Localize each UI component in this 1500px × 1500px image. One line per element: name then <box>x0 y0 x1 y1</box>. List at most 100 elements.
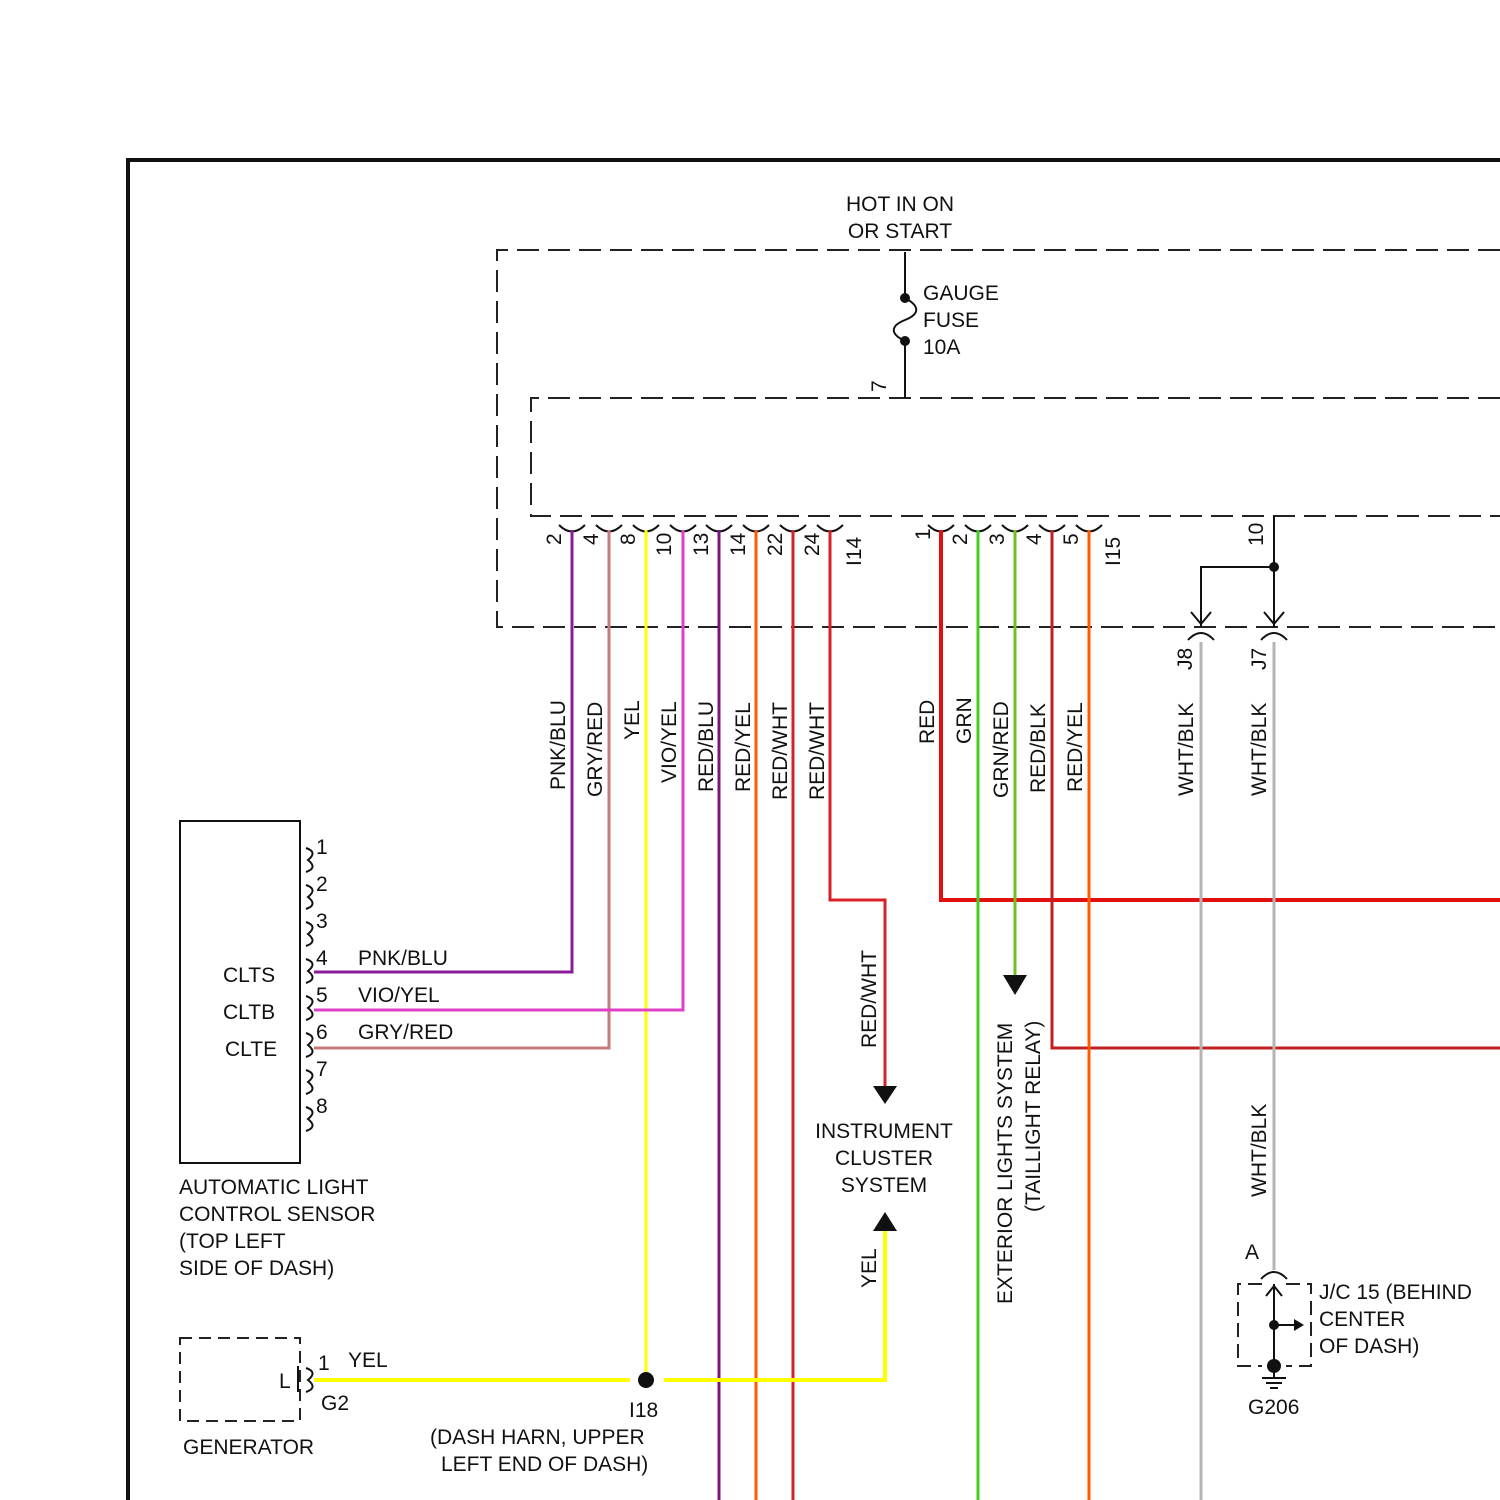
wire-label-wht-blk-j8: WHT/BLK <box>1175 703 1198 796</box>
generator-caption: GENERATOR <box>183 1436 314 1459</box>
wire-label-red-blk: RED/BLK <box>1027 703 1050 793</box>
fuse-pin-number: 7 <box>868 380 891 392</box>
power-label-line2: OR START <box>848 220 952 243</box>
jc-branch-arrow <box>1294 1319 1304 1331</box>
sensor-signal-cltb: CLTB <box>223 1001 275 1024</box>
sensor-signal-clts: CLTS <box>223 964 275 987</box>
instrument-wire-top: RED/WHT <box>858 950 881 1048</box>
wire-label-gry-red: GRY/RED <box>584 702 607 797</box>
sensor-caption-line1: AUTOMATIC LIGHT <box>179 1176 369 1199</box>
sensor-wire-label-4: PNK/BLU <box>358 947 448 970</box>
instrument-caption-line1: INSTRUMENT <box>815 1120 953 1143</box>
ground-branch-pin: 10 <box>1245 523 1268 546</box>
sensor-pin-3: 3 <box>316 910 328 933</box>
sensor-pin-5: 5 <box>316 984 328 1007</box>
sensor-caption-line3: (TOP LEFT <box>179 1230 286 1253</box>
sensor-pin-cup <box>306 996 313 1020</box>
wire-label-red-blu: RED/BLU <box>695 701 718 792</box>
sensor-pin-cup <box>306 1033 313 1057</box>
fuse-label-line1: GAUGE <box>923 282 999 305</box>
sensor-pin-cup <box>306 1070 313 1094</box>
wire-vio-yel <box>314 530 683 1010</box>
sensor-caption-line2: CONTROL SENSOR <box>179 1203 375 1226</box>
wire-red <box>941 530 1500 900</box>
i15-pin-4: 4 <box>1023 533 1046 545</box>
connector-i15-label: I15 <box>1102 537 1125 566</box>
generator-pin-cup <box>306 1368 313 1392</box>
jc-caption-line3: OF DASH) <box>1319 1335 1419 1358</box>
instrument-wire-bottom: YEL <box>858 1248 881 1288</box>
wire-pnk-blu <box>314 530 572 972</box>
arrow-down-instrument <box>873 1086 897 1104</box>
generator-terminal: L <box>279 1370 291 1393</box>
wire-label-red-yel-5: RED/YEL <box>1064 702 1087 792</box>
i14-pin-14: 14 <box>727 532 750 556</box>
module-outline <box>531 398 1500 516</box>
ground-g206: G206 <box>1248 1396 1299 1419</box>
i14-pin-8: 8 <box>617 533 640 545</box>
wire-label-wht-blk-j7: WHT/BLK <box>1248 703 1271 796</box>
fuse-rating: 10A <box>923 336 960 359</box>
sensor-body <box>180 821 300 1163</box>
wire-red-blk <box>1052 530 1500 1048</box>
sensor-pin-cups <box>306 848 313 1131</box>
wire-label-pnk-blu: PNK/BLU <box>547 700 570 790</box>
wire-label-yel: YEL <box>621 700 644 740</box>
sensor-pin-cup <box>306 959 313 983</box>
arrow-up-instrument <box>873 1212 897 1231</box>
sensor-pin-cup <box>306 922 313 946</box>
wire-label-wht-blk-lower: WHT/BLK <box>1248 1104 1271 1197</box>
sensor-pin-cup <box>306 885 313 909</box>
i15-pin-2: 2 <box>949 533 972 545</box>
splice-caption-line1: (DASH HARN, UPPER <box>430 1426 645 1449</box>
i14-pin-13: 13 <box>690 533 713 556</box>
power-label-line1: HOT IN ON <box>846 193 954 216</box>
connector-j8-label: J8 <box>1174 648 1197 670</box>
wire-yel-instrument <box>664 1225 885 1380</box>
connector-i14-label: I14 <box>843 536 866 566</box>
sensor-pin-4: 4 <box>316 947 328 970</box>
sensor-pin-cup <box>306 1107 313 1131</box>
instrument-caption-line3: SYSTEM <box>841 1174 927 1197</box>
i15-pin-5: 5 <box>1060 533 1083 545</box>
splice-caption-line2: LEFT END OF DASH) <box>441 1453 648 1476</box>
exterior-caption-line2: (TAILLIGHT RELAY) <box>1022 1021 1045 1212</box>
i15-pin-3: 3 <box>986 533 1009 545</box>
wire-label-vio-yel: VIO/YEL <box>658 701 681 783</box>
sensor-pin-6: 6 <box>316 1021 328 1044</box>
instrument-caption-line2: CLUSTER <box>835 1147 933 1170</box>
splice-i18-dot <box>638 1372 654 1388</box>
ground-branch <box>1188 516 1287 640</box>
i14-pin-4: 4 <box>580 533 603 545</box>
wire-label-red-wht-24: RED/WHT <box>806 702 829 800</box>
sensor-pin-2: 2 <box>316 873 328 896</box>
splice-name: I18 <box>629 1399 658 1422</box>
wire-label-red: RED <box>916 700 939 744</box>
i14-pin-10: 10 <box>653 533 676 556</box>
jc-terminal: A <box>1245 1241 1259 1264</box>
diagram-frame <box>128 160 1500 1500</box>
jc-terminal-cup <box>1261 1272 1287 1279</box>
exterior-caption-line1: EXTERIOR LIGHTS SYSTEM <box>994 1023 1017 1304</box>
ground-symbol-icon <box>1262 1366 1286 1388</box>
i14-pin-24: 24 <box>801 532 824 556</box>
generator-wire-label: YEL <box>348 1349 388 1372</box>
sensor-wire-label-6: GRY/RED <box>358 1021 453 1044</box>
sensor-caption-line4: SIDE OF DASH) <box>179 1257 334 1280</box>
sensor-pin-cup <box>306 848 313 872</box>
generator-connector: G2 <box>321 1392 349 1415</box>
arrow-down-exterior <box>1003 975 1027 995</box>
sensor-pin-1: 1 <box>316 836 328 859</box>
generator-pin: 1 <box>318 1352 330 1375</box>
jc-caption-line1: J/C 15 (BEHIND <box>1319 1281 1472 1304</box>
i14-pin-2: 2 <box>543 533 566 545</box>
i15-pin-1: 1 <box>912 528 935 540</box>
jc-caption-line2: CENTER <box>1319 1308 1405 1331</box>
fuse-label-line2: FUSE <box>923 309 979 332</box>
wire-label-grn: GRN <box>953 697 976 744</box>
connector-j7-label: J7 <box>1248 648 1271 670</box>
wire-label-grn-red: GRN/RED <box>990 701 1013 798</box>
wire-label-red-yel: RED/YEL <box>732 702 755 792</box>
sensor-wire-label-5: VIO/YEL <box>358 984 440 1007</box>
